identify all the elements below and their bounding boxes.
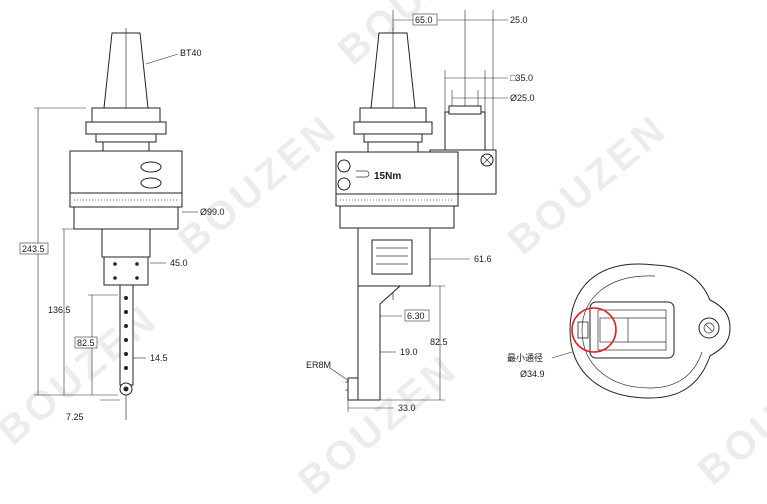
tip-725-dim: 7.25 [66,412,84,422]
width-19-dim: 19.0 [400,347,418,357]
square-35-dim: □35.0 [510,73,533,83]
side-view: 15Nm 65.0 25.0 □35.0 Ø25.0 [306,10,535,413]
overall-length-dim: 243.5 [22,244,45,254]
holder-label: BT40 [180,48,202,58]
width-45-dim: 45.0 [170,258,188,268]
torque-label: 15Nm [374,171,401,182]
offset-25-dim: 25.0 [510,15,528,25]
width-616-dim: 61.6 [474,254,492,264]
min-bore-label: 最小通径 [507,352,543,363]
length-136-dim: 136.5 [48,305,71,315]
width-33-dim: 33.0 [398,403,416,413]
diameter-25-dim: Ø25.0 [510,93,535,103]
collet-label: ER8M [306,360,331,370]
offset-65-dim: 65.0 [415,15,433,25]
offset-630-dim: 6.30 [407,311,425,321]
top-view: 最小通径 Ø34.9 [507,263,731,399]
width-14-dim: 14.5 [150,353,168,363]
length-825-dim: 82.5 [430,337,448,347]
min-bore-value: Ø34.9 [520,369,545,379]
front-view: BT40 243.5 Ø99.0 136.5 82.5 45.0 14.5 7.… [19,28,225,422]
technical-drawing: BT40 243.5 Ø99.0 136.5 82.5 45.0 14.5 7.… [19,10,731,422]
length-82-boxed-dim: 82.5 [77,338,95,348]
body-diameter-dim: Ø99.0 [200,207,225,217]
